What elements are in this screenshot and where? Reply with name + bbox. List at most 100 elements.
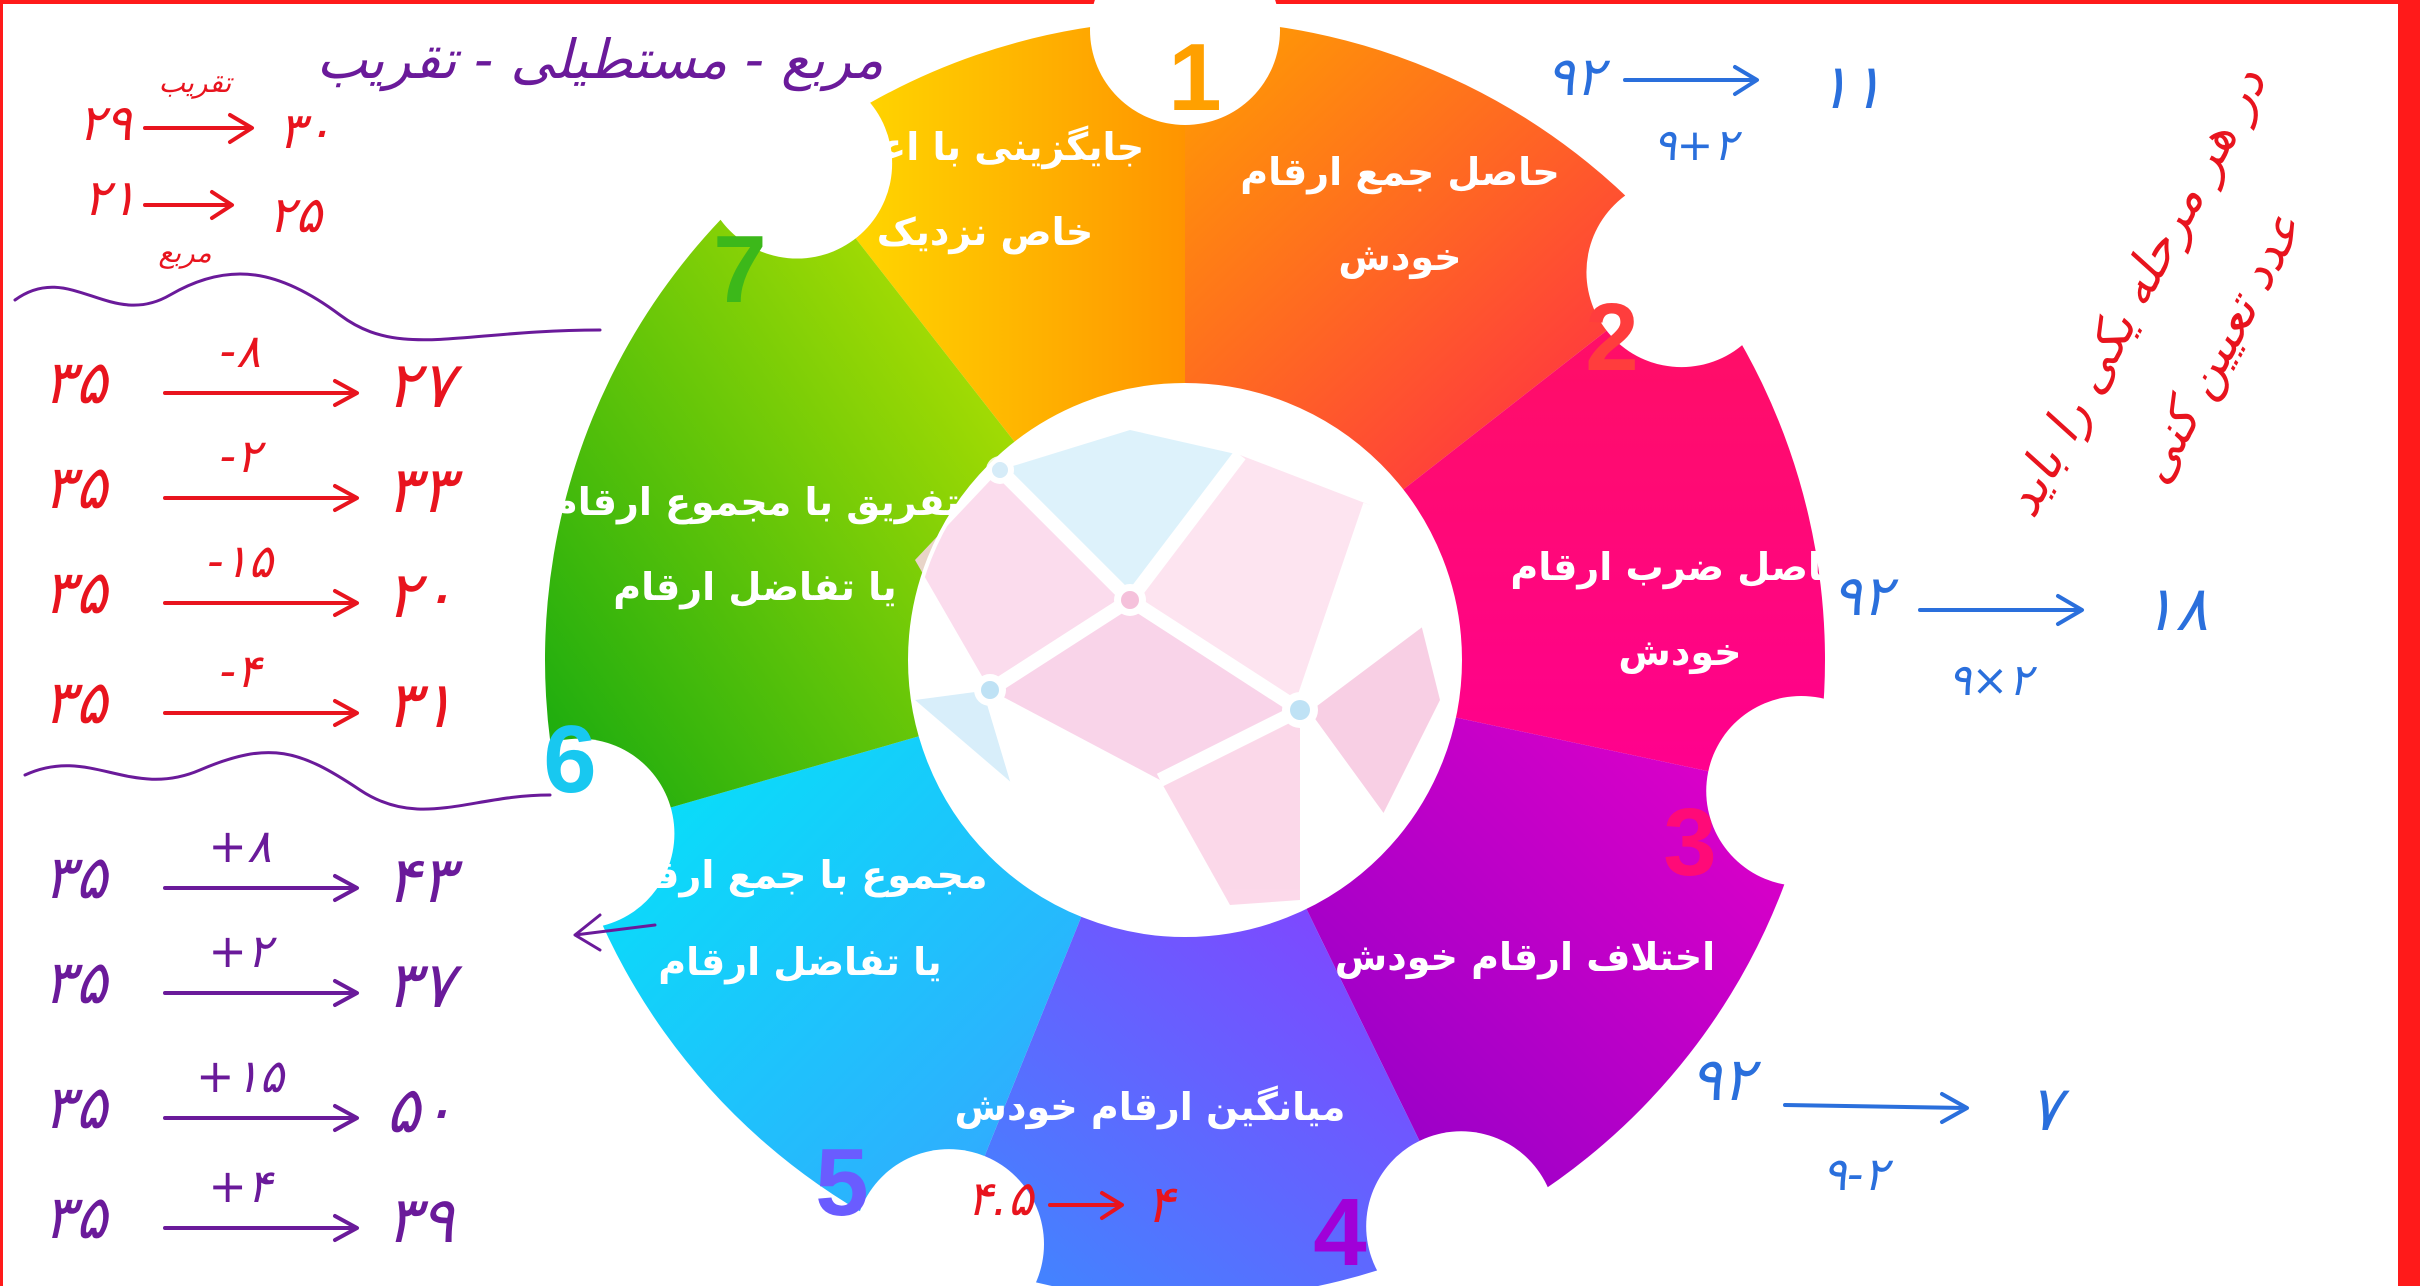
pointer-arrow	[573, 913, 657, 952]
sub-row-to-3: ۲۰	[386, 559, 455, 633]
segment-number-6: 6	[543, 706, 596, 813]
segment-label-2-line2: خودش	[1338, 235, 1461, 279]
left-border	[0, 0, 3, 1286]
prod-calc: ۹×۲	[1948, 655, 2038, 706]
subtraction-examples: ۳۵ -۸ ۲۷ ۳۵ -۲ ۳۳ ۳۵ -۱۵ ۲۰ ۳۵ -۴ ۳۱	[43, 324, 463, 743]
sub-row-to-4: ۳۱	[386, 669, 455, 743]
square-left: ۲۱	[83, 169, 137, 227]
add-row-to-4: ۳۹	[386, 1184, 455, 1258]
segment-6	[569, 735, 1082, 1254]
segment-label-5: میانگین ارقام خودش	[955, 1085, 1346, 1130]
segment-number-1: 1	[1168, 24, 1221, 131]
avg-to: ۴	[1146, 1175, 1178, 1235]
add-row-arrow-2	[163, 979, 359, 1007]
sum-arrow	[1623, 65, 1759, 96]
notch-5	[854, 1149, 1044, 1286]
add-row-op-1: +۸	[208, 819, 271, 873]
sub-row-op-2: -۲	[219, 429, 266, 483]
divider-line-bottom	[23, 751, 552, 811]
segment-label-7: تفریق با مجموع ارقام	[550, 480, 960, 525]
prod-arrow	[1918, 594, 2084, 626]
sub-row-from-1: ۳۵	[43, 348, 110, 418]
segment-shapes	[545, 20, 1825, 1286]
sub-row-from-4: ۳۵	[43, 668, 110, 738]
diff-from: ۹۲	[1690, 1045, 1762, 1115]
diff-to: ۷	[2028, 1072, 2070, 1145]
add-row-from-4: ۳۵	[43, 1183, 110, 1253]
segment-number-5: 5	[815, 1129, 868, 1236]
segment-label-3: حاصل ضرب ارقام	[1510, 545, 1849, 590]
sub-row-to-1: ۲۷	[386, 349, 463, 423]
segment-number-3: 3	[1663, 789, 1716, 896]
segment-7	[545, 155, 1016, 837]
segment-label-1: جایگزینی با اعداد	[826, 125, 1144, 169]
sub-row-op-3: -۱۵	[207, 534, 275, 588]
notch-2	[1586, 177, 1777, 368]
cycle-wheel: 1 2 3 4 5 6 7 جایگزینی با اعداد خاص نزدیک حاصل ج…	[484, 0, 1897, 1286]
diff-arrow	[1783, 1092, 1969, 1124]
heading-annotation: مربع - مستطیلی - تقریب	[316, 28, 883, 92]
sum-from: ۹۲	[1546, 45, 1611, 108]
add-row-op-4: +۴	[208, 1159, 275, 1213]
segment-label-7-line2: یا تفاضل ارقام	[613, 565, 896, 610]
segment-label-2: حاصل جمع ارقام	[1240, 150, 1559, 195]
add-row-arrow-1	[163, 874, 359, 902]
segment-labels: جایگزینی با اعداد خاص نزدیک حاصل جمع ارقام…	[550, 125, 1850, 1130]
diff-calc: ۹-۲	[1822, 1147, 1893, 1201]
add-row-arrow-4	[163, 1214, 359, 1242]
add-row-from-3: ۳۵	[43, 1073, 110, 1143]
number-notches: 1 2 3 4 5 6 7	[484, 0, 1897, 1286]
segment-label-1-line2: خاص نزدیک	[877, 210, 1094, 254]
segment-number-7: 7	[713, 216, 766, 323]
add-row-from-2: ۳۵	[43, 948, 110, 1018]
approx-left: ۲۹	[78, 94, 133, 152]
notch-6	[484, 738, 675, 929]
add-row-op-2: +۲	[208, 924, 277, 978]
approx-arrow	[143, 113, 254, 144]
center-disc-rim	[908, 383, 1462, 937]
sub-row-arrow-4	[163, 699, 359, 727]
segment-number-2: 2	[1585, 284, 1638, 391]
sub-row-from-3: ۳۵	[43, 558, 110, 628]
segment-label-3-line2: خودش	[1618, 630, 1741, 674]
add-row-to-2: ۳۷	[386, 949, 463, 1023]
sub-row-to-2: ۳۳	[386, 454, 463, 528]
add-row-op-3: +۱۵	[196, 1049, 286, 1103]
segment-4	[1305, 717, 1812, 1236]
notch-3	[1706, 695, 1897, 886]
add-row-to-1: ۴۳	[386, 844, 463, 918]
sub-row-op-4: -۴	[219, 644, 264, 698]
sum-calc: ۹+۲	[1653, 120, 1743, 171]
sum-to: ۱۱	[1817, 50, 1884, 123]
prod-to: ۱۸	[2142, 572, 2209, 645]
sub-row-from-2: ۳۵	[43, 453, 110, 523]
approx-label: تقریب	[159, 66, 235, 99]
notch-4	[1366, 1131, 1557, 1286]
sub-row-op-1: -۸	[219, 324, 260, 378]
segment-3	[1401, 265, 1825, 794]
sub-row-arrow-3	[163, 589, 359, 617]
add-row-arrow-3	[163, 1104, 359, 1132]
segment-label-6: مجموع با جمع ارقام	[612, 853, 987, 898]
segment-5	[945, 907, 1466, 1286]
avg-arrow	[1048, 1191, 1124, 1220]
segment-label-6-line2: یا تفاضل ارقام	[658, 940, 941, 985]
sub-row-arrow-2	[163, 484, 359, 512]
approx-right: ۳۰	[278, 102, 332, 160]
segment-1	[790, 20, 1185, 444]
notch-7	[702, 68, 893, 259]
square-label: مربع	[158, 236, 211, 269]
square-arrow	[143, 190, 234, 220]
segment-2	[1185, 20, 1690, 491]
avg-from: ۴.۵	[967, 1171, 1036, 1227]
prod-from: ۹۲	[1832, 564, 1899, 629]
square-right: ۲۵	[268, 186, 324, 244]
side-note: در هر مرحله یکی را باید عدد تعیین کنی	[1992, 57, 2315, 526]
segment-number-4: 4	[1313, 1179, 1366, 1286]
network-graphic	[915, 430, 1440, 905]
sub-row-arrow-1	[163, 379, 359, 407]
add-row-from-1: ۳۵	[43, 843, 110, 913]
notch-1	[1090, 0, 1280, 125]
